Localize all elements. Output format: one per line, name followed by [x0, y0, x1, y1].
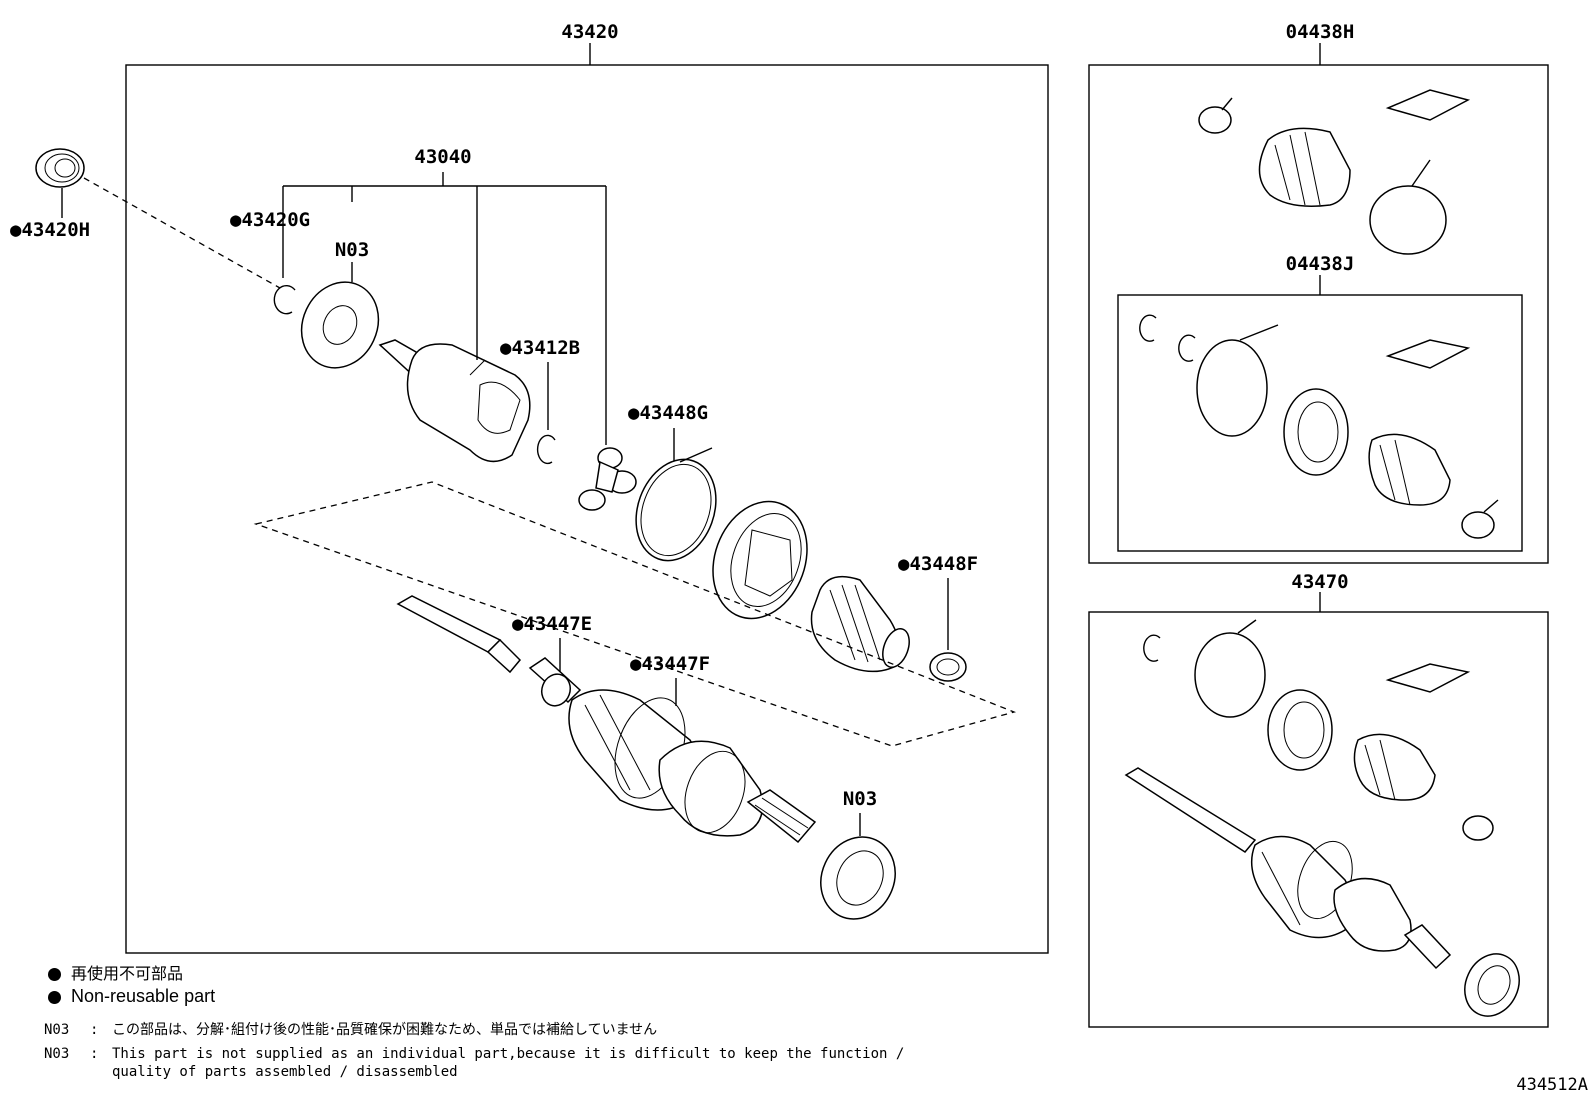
inner-boot-icon — [810, 575, 910, 673]
note-text: この部品は、分解･組付け後の性能･品質確保が困難なため、単品では補給していません — [112, 1022, 658, 1038]
legend-jp-label: 再使用不可部品 — [71, 966, 184, 983]
washer-icon — [300, 281, 380, 369]
clamp-43448F-icon — [929, 652, 967, 682]
leader-43040 — [282, 172, 607, 445]
clip-43412B-icon — [536, 434, 556, 465]
note-en: N03:This part is not supplied as an indi… — [44, 1046, 905, 1062]
kit-dashed-outline — [253, 481, 1017, 747]
snap-ring-icon — [273, 285, 296, 315]
tripod-joint-icon — [578, 447, 637, 511]
label-43420G[interactable]: ●43420G — [230, 209, 310, 231]
label-n03-top[interactable]: N03 — [335, 239, 369, 261]
inboard-joint-housing-icon — [378, 339, 531, 463]
label-43448G[interactable]: ●43448G — [628, 402, 708, 424]
label-04438H[interactable]: 04438H — [1286, 21, 1355, 43]
note-text: This part is not supplied as an individu… — [112, 1046, 905, 1062]
alt-assembly-parts — [1124, 619, 1520, 1017]
boot-kit-outer-parts — [1198, 89, 1471, 255]
note-code: N03 — [44, 1046, 70, 1062]
label-43470[interactable]: 43470 — [1291, 571, 1348, 593]
boot-flange-icon — [712, 500, 808, 620]
legend-jp: 再使用不可部品 — [48, 960, 183, 984]
clamp-43447E-icon — [541, 673, 571, 707]
main-assembly-frame — [125, 64, 1049, 954]
label-43420H[interactable]: ●43420H — [10, 219, 90, 241]
legend-en: Non-reusable part — [48, 986, 215, 1007]
boot-kit-outer-frame — [1088, 64, 1549, 564]
figure-id: 434512A — [1516, 1075, 1588, 1095]
label-43420[interactable]: 43420 — [561, 21, 618, 43]
alt-assembly-frame — [1088, 611, 1549, 1028]
label-n03-bottom[interactable]: N03 — [843, 788, 877, 810]
label-43412B[interactable]: ●43412B — [500, 337, 580, 359]
non-reusable-dot-icon — [48, 990, 61, 1004]
note-text-continued: quality of parts assembled / disassemble… — [112, 1064, 458, 1080]
label-43040[interactable]: 43040 — [414, 146, 471, 168]
label-43447E[interactable]: ●43447E — [512, 613, 592, 635]
label-43448F[interactable]: ●43448F — [898, 553, 978, 575]
note-code: N03 — [44, 1022, 70, 1038]
label-43447F[interactable]: ●43447F — [630, 653, 710, 675]
seal-43420H-icon — [35, 148, 85, 188]
note-en-line2: quality of parts assembled / disassemble… — [112, 1064, 458, 1080]
non-reusable-dot-icon — [48, 968, 61, 982]
boot-kit-inner-parts — [1139, 314, 1499, 539]
outboard-joint-icon — [568, 689, 817, 844]
legend-en-label: Non-reusable part — [71, 986, 216, 1006]
label-04438J[interactable]: 04438J — [1286, 253, 1355, 275]
band-clamp-43448G-icon — [635, 447, 717, 562]
note-jp: N03:この部品は、分解･組付け後の性能･品質確保が困難なため、単品では補給して… — [44, 1022, 658, 1038]
seal-n03-bottom-icon — [820, 836, 896, 920]
